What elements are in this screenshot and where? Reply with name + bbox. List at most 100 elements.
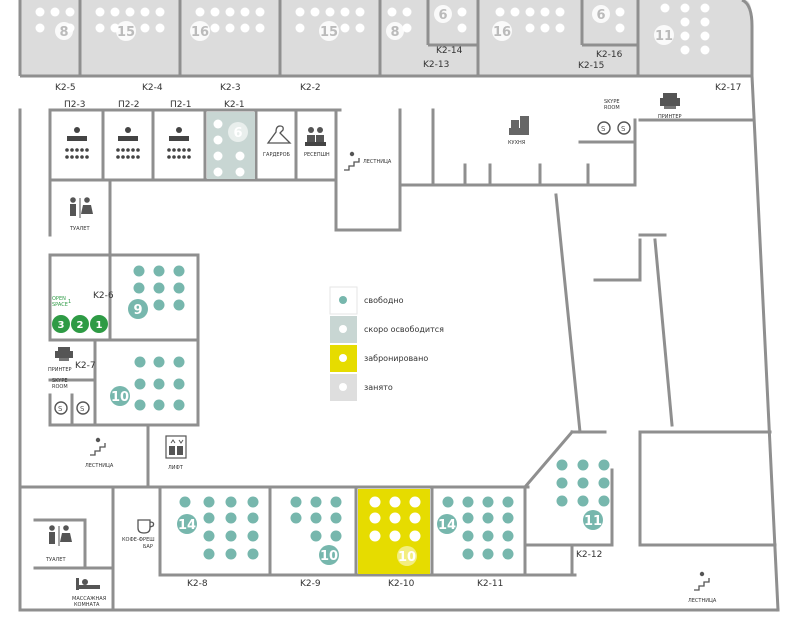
room-k2-12[interactable]: 11: [556, 459, 610, 531]
room-k2-10[interactable]: 10: [358, 489, 430, 574]
massage-icon: [76, 578, 100, 590]
room-top-16a-count: 16: [191, 25, 209, 40]
room-k2-12-count: 11: [584, 514, 602, 529]
room-top-8[interactable]: 8: [35, 7, 75, 41]
room-top-16b[interactable]: 16: [492, 7, 565, 42]
massage-label-2: КОМНАТА: [74, 602, 100, 608]
wardrobe: ГАРДЕРОБ: [263, 125, 292, 158]
room-top-16b-count: 16: [493, 25, 511, 40]
skype-left-label-1: SKYPE: [52, 378, 68, 384]
skype-glyph: S: [80, 405, 85, 413]
coffee-bar: КОФЕ-ФРЕШ БАР: [122, 519, 155, 550]
room-top-8b-count: 8: [390, 25, 399, 40]
massage-label-1: МАССАЖНАЯ: [72, 596, 106, 602]
top-rooms: 8 15 16 15 8: [18, 0, 754, 78]
lift-icon: [165, 435, 187, 459]
room-k2-9-count: 10: [320, 549, 338, 564]
room-k2-9[interactable]: 10: [290, 496, 342, 566]
room-top-8b[interactable]: 8: [386, 7, 412, 41]
skype-top-label-1: SKYPE: [604, 99, 620, 105]
room-k2-7-count: 10: [111, 390, 129, 405]
skype-room-left[interactable]: SKYPE ROOM S S: [52, 378, 90, 415]
room-k2-8-count: 14: [178, 518, 196, 533]
label-k2-17: K2-17: [715, 83, 741, 93]
label-k2-5: K2-5: [55, 83, 76, 93]
label-k2-1: K2-1: [224, 100, 245, 110]
toilet-bottom-label: ТУАЛЕТ: [45, 557, 66, 563]
label-k2-16: K2-16: [596, 50, 623, 60]
legend-busy: занято: [364, 383, 393, 392]
room-top-15a-count: 15: [117, 25, 135, 40]
meeting-p2-2[interactable]: [116, 127, 140, 159]
legend-soon: скоро освободится: [364, 325, 444, 334]
reception-label: РЕСЕПШН: [304, 152, 330, 158]
label-k2-10: K2-10: [388, 579, 415, 589]
label-k2-15: K2-15: [578, 61, 604, 71]
open-space-label-1: OPEN: [52, 296, 66, 302]
meeting-p2-1[interactable]: [167, 127, 191, 159]
label-k2-12: K2-12: [576, 550, 602, 560]
reception: РЕСЕПШН: [304, 127, 330, 158]
printer-top: ПРИНТЕР: [658, 93, 682, 120]
printer-top-label: ПРИНТЕР: [658, 114, 682, 120]
skype-glyph: S: [58, 405, 63, 413]
stairs-bottom-label: ЛЕСТНИЦА: [688, 598, 717, 604]
room-k2-10-count: 10: [398, 550, 416, 565]
stairs-bottom: ЛЕСТНИЦА: [688, 571, 717, 604]
lift: ЛИФТ: [165, 435, 187, 471]
toilet-icon: [70, 197, 93, 218]
label-k2-11: K2-11: [477, 579, 503, 589]
meeting-p2-3[interactable]: [65, 127, 89, 159]
skype-glyph: S: [621, 125, 626, 133]
room-k2-11[interactable]: 14: [437, 496, 514, 560]
bottom-row: КОФЕ-ФРЕШ БАР ТУАЛЕТ МАССАЖНАЯ КОМНАТА: [45, 459, 717, 608]
skype-icon: [597, 121, 611, 135]
skype-left-label-2: ROOM: [52, 384, 68, 390]
label-k2-8: K2-8: [187, 579, 208, 589]
room-k2-11-count: 14: [438, 518, 456, 533]
walls: [18, 74, 780, 612]
skype-room-top[interactable]: SKYPE ROOM S S: [597, 99, 631, 135]
toilet-top: ТУАЛЕТ: [69, 197, 93, 232]
room-top-6b[interactable]: 6: [592, 5, 625, 33]
toilet-bottom: ТУАЛЕТ: [45, 525, 72, 563]
reception-icon: [305, 127, 326, 146]
room-top-11[interactable]: 11: [654, 3, 710, 55]
label-k2-4: K2-4: [142, 83, 163, 93]
skype-icon: [54, 401, 68, 415]
label-p2-1: П2-1: [170, 100, 191, 110]
stairs-left-label: ЛЕСТНИЦА: [85, 463, 114, 469]
room-top-15b-count: 15: [320, 25, 338, 40]
room-k2-1[interactable]: 6: [207, 112, 255, 179]
room-top-11-count: 11: [655, 29, 673, 44]
stairs-icon: [694, 578, 710, 591]
room-k2-7[interactable]: 10: [110, 356, 185, 411]
toilet-icon: [49, 525, 72, 546]
stairs-top: ЛЕСТНИЦА: [344, 151, 392, 171]
skype-glyph: S: [601, 125, 606, 133]
coffee-icon: [137, 519, 155, 534]
room-k2-6-count: 9: [133, 303, 142, 318]
room-k2-8[interactable]: 14: [177, 496, 259, 560]
room-top-15a[interactable]: 15: [95, 7, 165, 42]
left-column: ТУАЛЕТ OPEN SPACE 1 3 2 1 K2-6 9 ПРИНТЕР: [48, 197, 187, 471]
stairs-icon: [90, 443, 106, 456]
room-top-16a[interactable]: 16: [190, 7, 265, 42]
label-k2-13: K2-13: [423, 60, 449, 70]
coffee-label-1: КОФЕ-ФРЕШ: [122, 537, 155, 543]
printer-icon: [55, 347, 73, 361]
label-k2-7: K2-7: [75, 361, 96, 371]
meeting-rooms: 6 ГАРДЕРОБ РЕСЕПШН ЛЕСТНИЦА: [65, 93, 682, 179]
open-seat-1: 1: [96, 320, 103, 331]
room-top-6a[interactable]: 6: [434, 5, 467, 33]
label-k2-14: K2-14: [436, 46, 463, 56]
open-space[interactable]: OPEN SPACE 1 3 2 1: [52, 296, 108, 333]
room-k2-6[interactable]: 9: [128, 265, 185, 320]
label-p2-2: П2-2: [118, 100, 139, 110]
room-top-15b[interactable]: 15: [295, 7, 365, 42]
stairs-top-label: ЛЕСТНИЦА: [363, 159, 392, 165]
open-seat-3: 3: [58, 320, 65, 331]
stairs-left: ЛЕСТНИЦА: [85, 437, 114, 469]
printer-icon: [660, 93, 680, 109]
